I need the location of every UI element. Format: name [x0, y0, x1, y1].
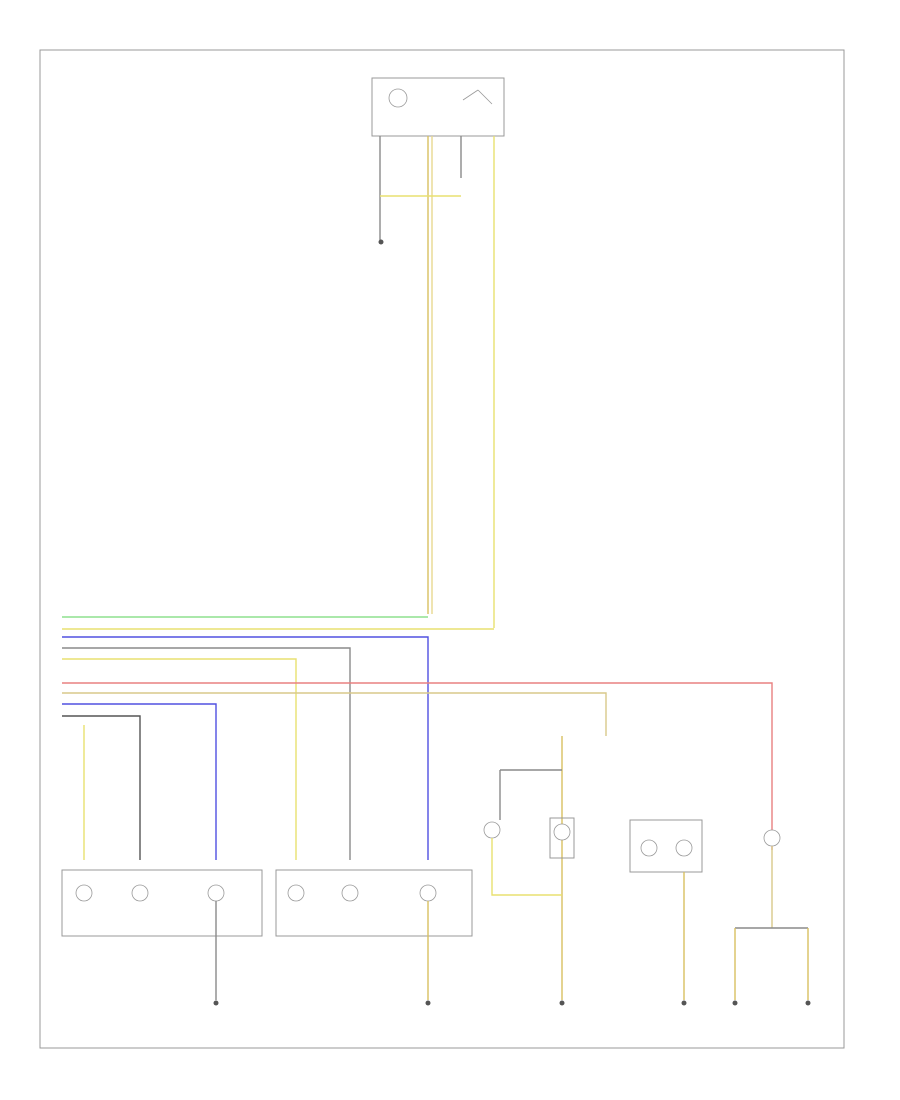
wire-yellow-left	[62, 658, 297, 860]
wire-gray-bus	[62, 647, 351, 860]
wire-dark-left	[62, 715, 141, 860]
left-tail-lamp-assembly	[61, 869, 263, 1006]
lamp-right-tail	[287, 884, 305, 902]
lamp-trunk-right	[675, 839, 693, 857]
top-ground	[378, 178, 384, 245]
lamp-left-turn	[207, 884, 225, 902]
lamp-trunk-left	[640, 839, 658, 857]
high-mount-stop-lamp-group	[732, 829, 811, 1006]
lamp-left-tail	[75, 884, 93, 902]
wire-tan-bus	[62, 692, 607, 736]
lamp-right-stop	[341, 884, 359, 902]
wire-blue-left	[62, 703, 217, 860]
lamp-license-right	[553, 823, 571, 841]
lamp-high-mount	[763, 829, 781, 847]
lamp-right-turn	[419, 884, 437, 902]
wire-red-bus	[62, 682, 773, 850]
license-lamp-group	[483, 736, 575, 1006]
lamp-license-left	[483, 821, 501, 839]
right-tail-lamp-assembly	[275, 869, 473, 1006]
diagram-frame	[39, 49, 845, 1049]
wire-blue-bus	[62, 636, 429, 860]
lamp-left-stop	[131, 884, 149, 902]
top-switch-component	[371, 77, 505, 178]
trunk-lamp-group	[629, 819, 703, 1006]
